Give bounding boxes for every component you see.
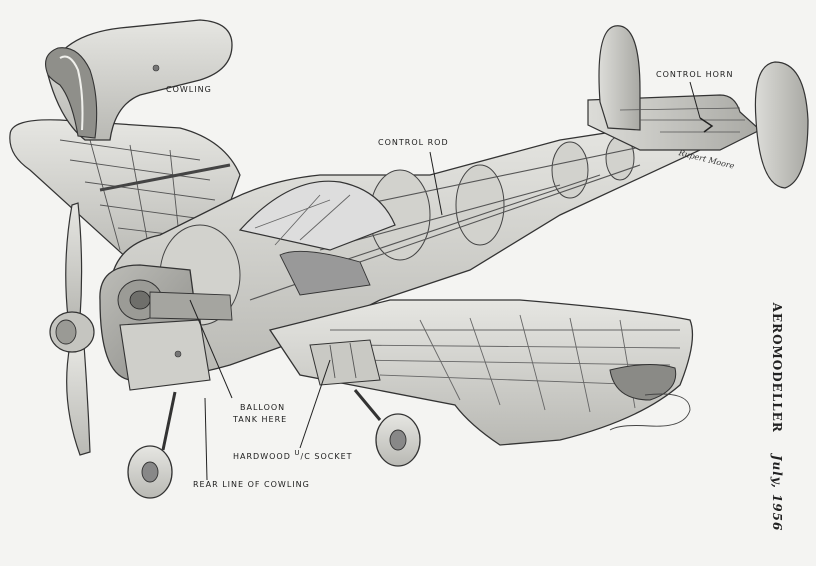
label-uc-c: C SOCKET <box>304 452 353 461</box>
label-rear-line-of-cowling: REAR LINE OF COWLING <box>193 480 310 489</box>
label-hardwood: HARDWOOD <box>233 452 291 461</box>
magazine-name: AEROMODELLER <box>770 302 784 433</box>
engine-nose <box>99 264 233 391</box>
label-uc-u: U <box>294 449 301 457</box>
label-balloon: BALLOON <box>240 403 286 412</box>
label-hardwood-uc-socket: HARDWOOD U/C SOCKET <box>233 449 353 461</box>
issue-date: July, 1956 <box>770 454 784 532</box>
label-control-rod: CONTROL ROD <box>378 138 449 147</box>
label-tank-here: TANK HERE <box>233 415 288 424</box>
right-wing <box>268 299 694 446</box>
page-sidebar: AEROMODELLER July, 1956 <box>742 282 812 552</box>
undercarriage <box>127 389 421 499</box>
sidebar-text: AEROMODELLER July, 1956 <box>770 303 784 532</box>
tail-unit <box>587 25 809 189</box>
propeller <box>49 202 95 456</box>
leader-lines <box>189 81 701 481</box>
fuselage <box>109 119 713 380</box>
label-control-horn: CONTROL HORN <box>656 70 734 79</box>
cowling-part <box>45 19 233 141</box>
label-cowling: COWLING <box>166 85 212 94</box>
